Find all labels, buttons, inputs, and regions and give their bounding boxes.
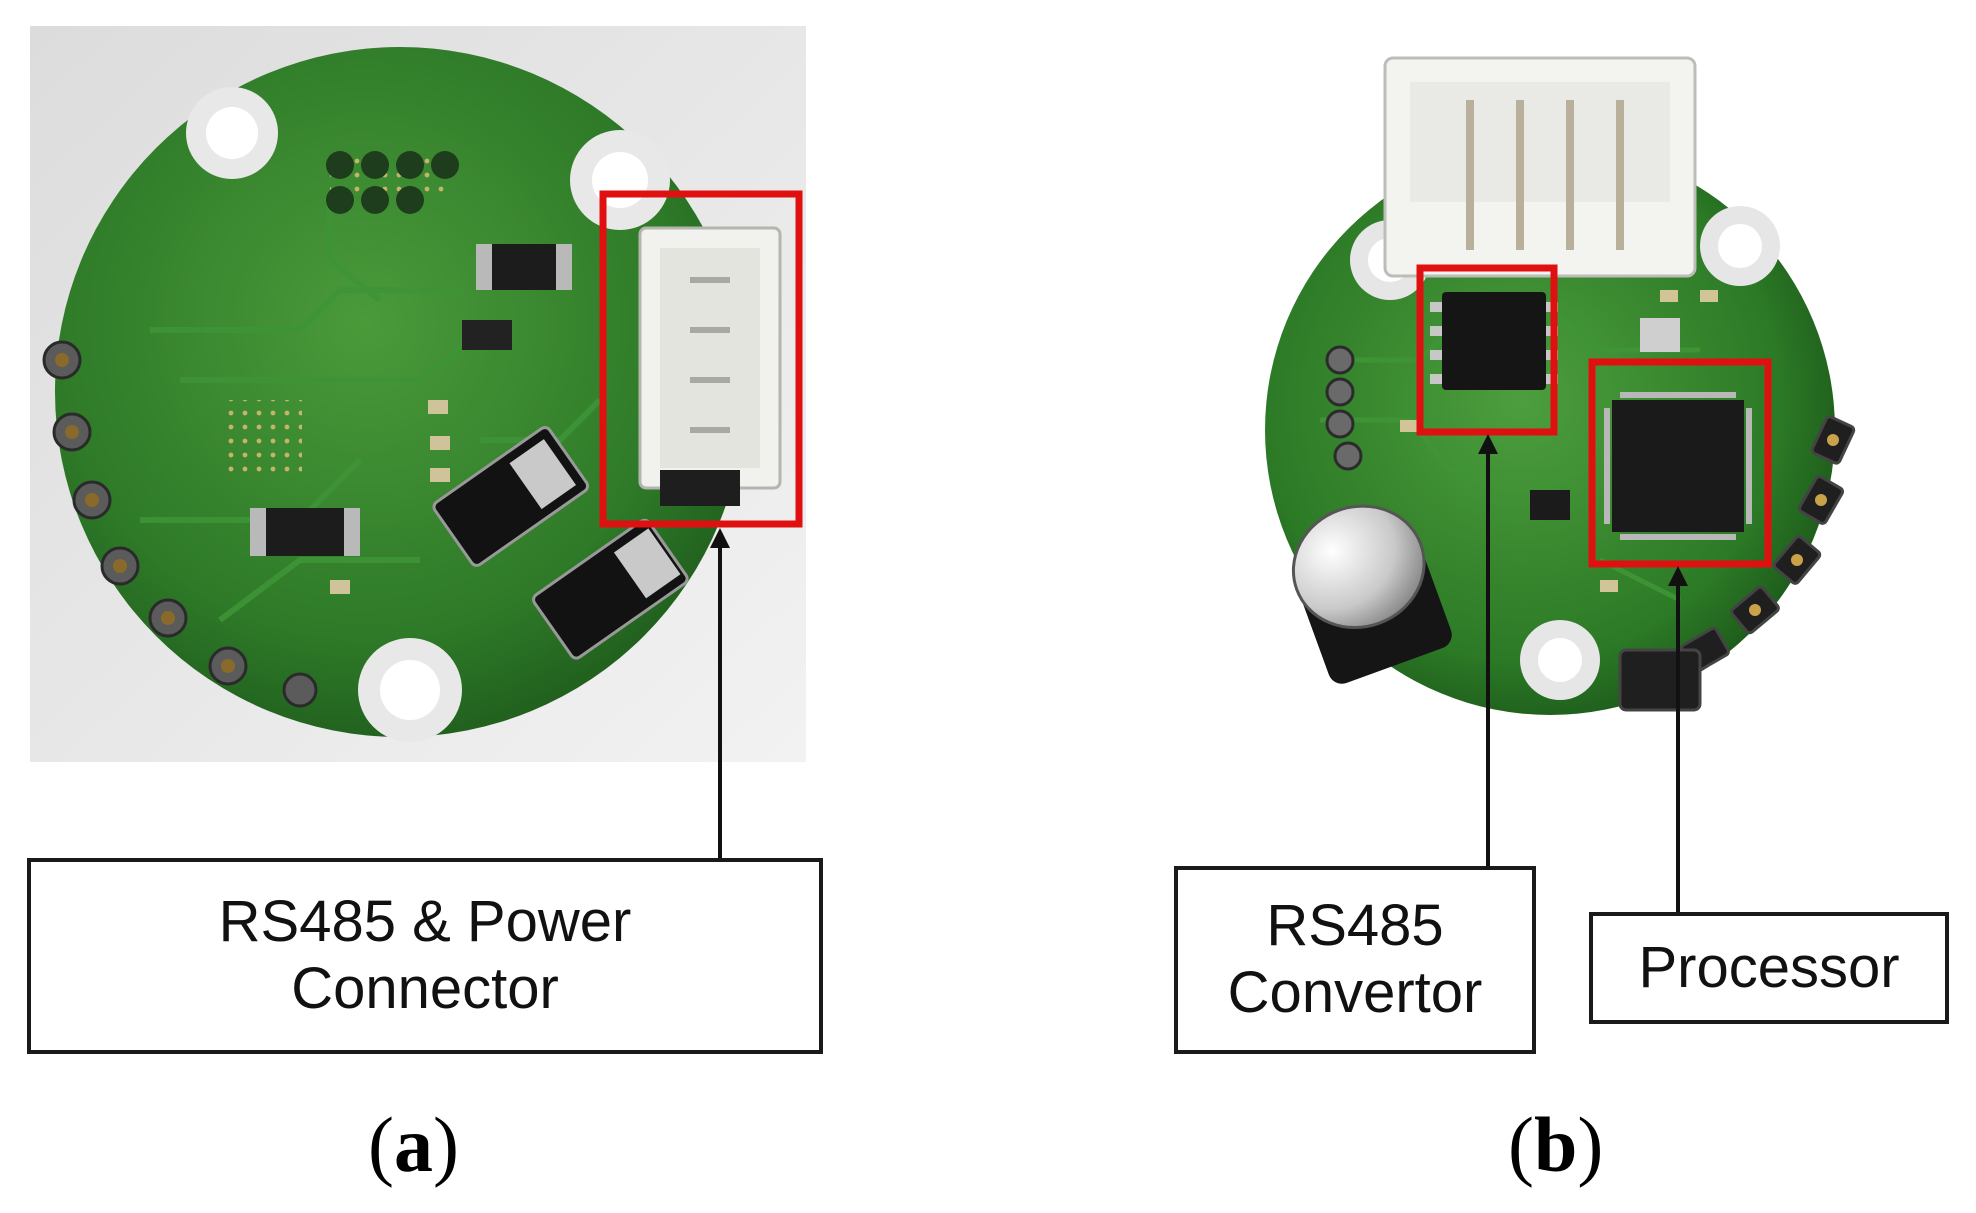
callout-line: RS485 & Power [218, 889, 632, 955]
panel-label-letter: b [1533, 1101, 1578, 1188]
panel-label-a: (a) [368, 1100, 459, 1190]
highlight-box-rs485-chip [1416, 264, 1558, 436]
panel-label-close: ) [432, 1101, 459, 1188]
callout-line: RS485 [1266, 893, 1444, 959]
callout-line: Convertor [1227, 960, 1483, 1025]
panel-label-letter: a [393, 1101, 433, 1188]
highlight-box-connector [599, 190, 803, 528]
callout-processor: Processor [1589, 912, 1949, 1024]
panel-label-open: ( [368, 1101, 394, 1188]
leader-line-processor [1668, 566, 1688, 912]
photo-panel-a [30, 26, 806, 762]
callout-line: Connector [291, 956, 559, 1021]
panel-label-open: ( [1508, 1101, 1534, 1188]
photo-panel-b [1248, 26, 1948, 746]
panel-label-b: (b) [1508, 1100, 1603, 1190]
panel-label-close: ) [1577, 1101, 1604, 1188]
callout-rs485-power-connector: RS485 & Power Connector [27, 858, 823, 1054]
highlight-box-processor [1588, 358, 1772, 568]
callout-rs485-convertor: RS485 Convertor [1174, 866, 1536, 1054]
leader-line-rs485-convertor [1478, 434, 1498, 866]
leader-line-connector [710, 528, 730, 858]
callout-line: Processor [1638, 934, 1900, 1000]
